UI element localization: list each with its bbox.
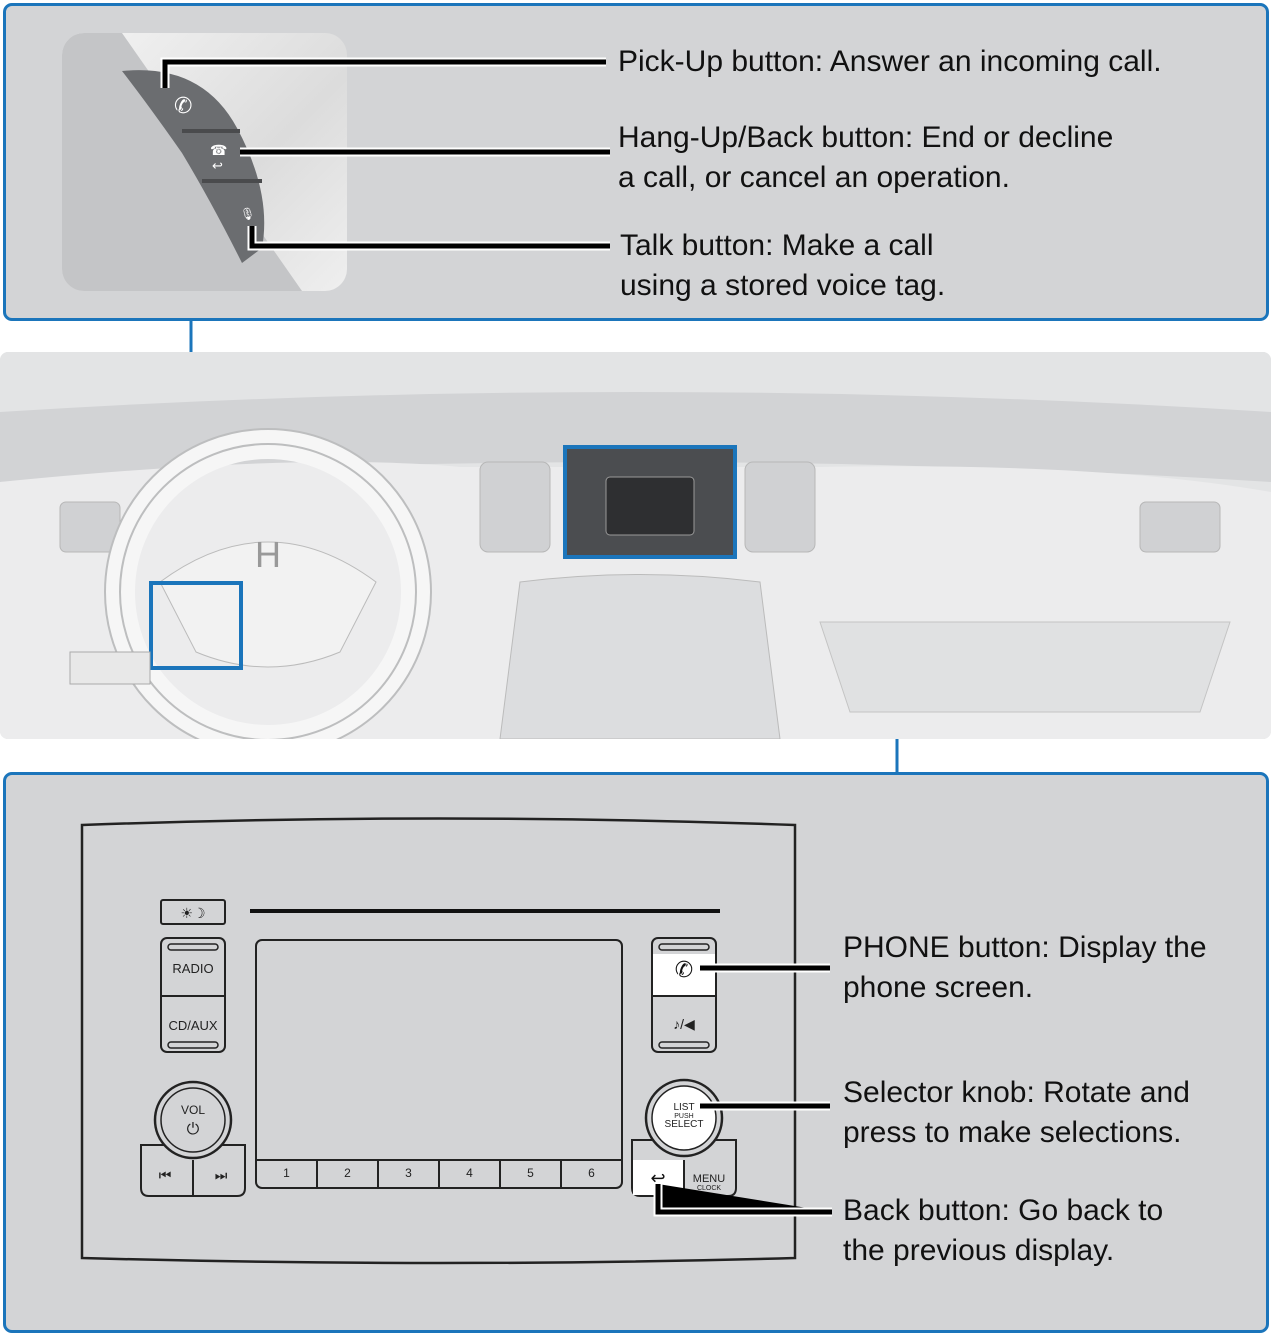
power-icon: ⏻ — [187, 1121, 200, 1138]
preset-button-3[interactable]: 3 — [405, 1166, 412, 1180]
selector-knob[interactable]: LIST PUSH SELECT — [644, 1078, 724, 1158]
display-screen — [255, 939, 623, 1189]
back-button[interactable]: ↩ — [650, 1168, 665, 1188]
talk-callout: Talk button: Make a call using a stored v… — [620, 226, 945, 306]
pickup-icon: ✆ — [174, 93, 192, 118]
svg-text:LIST: LIST — [673, 1102, 694, 1113]
back-icon: ↩ — [212, 158, 223, 173]
audio-unit-highlight — [563, 445, 737, 559]
pickup-callout: Pick-Up button: Answer an incoming call. — [618, 42, 1162, 82]
callout-text: phone screen. — [843, 971, 1034, 1004]
steering-switch-illustration: ✆ ☎ ↩ 🎙 — [62, 33, 302, 291]
callout-text: the previous display. — [843, 1234, 1115, 1267]
hangup-callout: Hang-Up/Back button: End or decline a cal… — [618, 118, 1113, 198]
talk-icon: 🎙 — [240, 207, 255, 221]
hangup-icon: ☎ — [210, 142, 227, 158]
back-callout: Back button: Go back to the previous disp… — [843, 1191, 1163, 1271]
selector-callout: Selector knob: Rotate and press to make s… — [843, 1073, 1190, 1153]
callout-text: press to make selections. — [843, 1116, 1182, 1149]
phone-callout: PHONE button: Display the phone screen. — [843, 928, 1207, 1008]
music-phone-button[interactable]: ♪/◀ — [673, 1016, 695, 1032]
callout-text: PHONE button: Display the — [843, 931, 1207, 964]
seek-forward-button[interactable]: ⏭ — [215, 1167, 228, 1183]
preset-button-1[interactable]: 1 — [283, 1166, 290, 1180]
callout-text: Back button: Go back to — [843, 1194, 1164, 1227]
preset-button-2[interactable]: 2 — [344, 1166, 351, 1180]
seek-back-button[interactable]: ⏮ — [159, 1167, 172, 1183]
callout-text: Selector knob: Rotate and — [843, 1076, 1190, 1109]
svg-text:VOL: VOL — [181, 1103, 205, 1117]
honda-logo: H — [255, 534, 281, 575]
preset-button-6[interactable]: 6 — [588, 1166, 595, 1180]
dashboard-illustration: H — [0, 352, 1271, 739]
preset-button-5[interactable]: 5 — [527, 1166, 534, 1180]
preset-button-4[interactable]: 4 — [466, 1166, 473, 1180]
phone-button[interactable]: ✆ — [675, 957, 693, 982]
callout-text: Pick-Up button: Answer an incoming call. — [618, 45, 1162, 78]
steering-switch-highlight — [149, 581, 243, 670]
radio-button[interactable]: RADIO — [172, 961, 213, 976]
svg-text:☀☽: ☀☽ — [180, 905, 205, 921]
clock-label: CLOCK — [697, 1185, 721, 1192]
callout-text: Talk button: Make a call — [620, 229, 934, 262]
callout-text: a call, or cancel an operation. — [618, 161, 1010, 194]
callout-text: Hang-Up/Back button: End or decline — [618, 121, 1114, 154]
svg-text:PUSH: PUSH — [674, 1113, 693, 1120]
day-night-button[interactable]: ☀☽ — [160, 899, 226, 925]
volume-knob[interactable]: VOL ⏻ — [153, 1080, 233, 1160]
callout-text: using a stored voice tag. — [620, 269, 946, 302]
cd-aux-button[interactable]: CD/AUX — [168, 1018, 217, 1033]
menu-button[interactable]: MENU — [693, 1173, 725, 1185]
svg-text:SELECT: SELECT — [665, 1119, 704, 1130]
